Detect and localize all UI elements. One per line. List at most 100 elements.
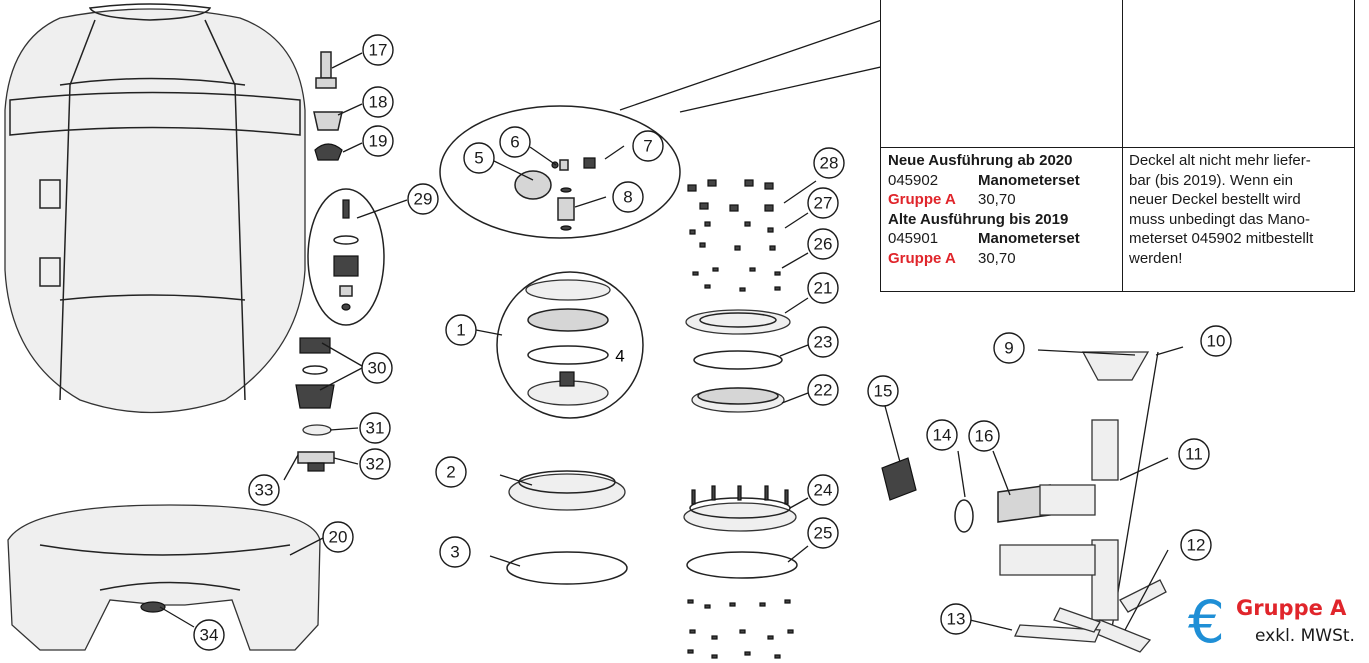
svg-text:24: 24: [814, 481, 833, 500]
note-line: meterset 045902 mitbestellt: [1129, 230, 1314, 247]
callout-15: 15: [867, 375, 899, 407]
union-parts: [881, 457, 1051, 533]
svg-text:25: 25: [814, 524, 833, 543]
callout-10: 10: [1200, 325, 1232, 357]
callout-27: 27: [807, 187, 839, 219]
svg-text:14: 14: [933, 426, 952, 445]
note-line: Deckel alt nicht mehr liefer-: [1129, 152, 1311, 169]
ring-and-gasket: [506, 470, 628, 585]
svg-text:11: 11: [1185, 445, 1203, 464]
svg-text:13: 13: [947, 610, 966, 629]
leader-lines: [159, 52, 1184, 631]
callout-25: 25: [807, 517, 839, 549]
old-version-title: Alte Ausführung bis 2019: [888, 210, 1069, 228]
svg-text:15: 15: [874, 382, 893, 401]
svg-text:21: 21: [814, 279, 833, 298]
svg-text:17: 17: [369, 41, 388, 60]
callout-17: 17: [362, 34, 394, 66]
pipe-assembly: [999, 351, 1167, 653]
callout-26: 26: [807, 228, 839, 260]
callout-31: 31: [359, 412, 391, 444]
part-29-group: [307, 188, 385, 326]
callout-11: 11: [1178, 438, 1210, 470]
callout-8: 8: [612, 181, 644, 213]
callout-6: 6: [499, 126, 531, 158]
svg-text:23: 23: [814, 333, 833, 352]
price-group-badge: € Gruppe A exkl. MWSt.: [1188, 588, 1368, 662]
note-line: muss unbedingt das Mano-: [1129, 210, 1310, 228]
small-screws-top: [687, 179, 781, 292]
svg-text:22: 22: [814, 381, 833, 400]
svg-text:3: 3: [450, 543, 459, 562]
callout-28: 28: [813, 147, 845, 179]
callout-3: 3: [439, 536, 471, 568]
svg-text:19: 19: [369, 132, 388, 151]
callout-29: 29: [407, 183, 439, 215]
callout-14: 14: [926, 419, 958, 451]
callout-23: 23: [807, 326, 839, 358]
callout-12: 12: [1180, 529, 1212, 561]
lid-note-cell: Deckel alt nicht mehr liefer- bar (bis 2…: [1129, 151, 1351, 268]
note-line: neuer Deckel bestellt wird: [1129, 191, 1301, 208]
table-divider-vertical: [1122, 0, 1123, 291]
svg-text:9: 9: [1004, 339, 1013, 358]
table-divider-horizontal: [881, 147, 1354, 148]
svg-text:18: 18: [369, 93, 388, 112]
svg-text:7: 7: [643, 137, 652, 156]
base-stand: [7, 504, 321, 651]
callout-24: 24: [807, 474, 839, 506]
svg-text:5: 5: [474, 149, 483, 168]
callout-9: 9: [993, 332, 1025, 364]
new-version-title: Neue Ausführung ab 2020: [888, 152, 1073, 169]
svg-text:34: 34: [200, 626, 219, 645]
svg-text:27: 27: [814, 194, 833, 213]
svg-text:29: 29: [414, 190, 433, 209]
callout-20: 20: [322, 521, 354, 553]
callout-16: 16: [968, 420, 1000, 452]
old-version-code: 045901: [888, 230, 939, 247]
info-table: Neue Ausführung ab 2020 045902 Manometers…: [880, 0, 1355, 292]
svg-text:33: 33: [255, 481, 274, 500]
svg-text:28: 28: [820, 154, 839, 173]
filter-tank: [4, 3, 306, 414]
new-version-group: Gruppe A: [888, 191, 956, 208]
svg-text:32: 32: [366, 455, 385, 474]
callout-33: 33: [248, 474, 280, 506]
callout-19: 19: [362, 125, 394, 157]
callout-32: 32: [359, 448, 391, 480]
svg-text:12: 12: [1187, 536, 1206, 555]
svg-text:20: 20: [329, 528, 348, 547]
small-parts-17-19: [313, 51, 343, 161]
svg-text:26: 26: [814, 235, 833, 254]
callout-18: 18: [362, 86, 394, 118]
callouts: 1 2 3 4 5 6 7 8 9 10 11 12 13 14 15 16 1…: [193, 34, 1232, 651]
new-version-row: 045902 Manometerset: [888, 171, 1118, 191]
svg-text:6: 6: [510, 133, 519, 152]
svg-text:8: 8: [623, 188, 632, 207]
svg-text:1: 1: [456, 321, 465, 340]
note-line: bar (bis 2019). Wenn ein: [1129, 171, 1293, 189]
old-version-price: 30,70: [978, 249, 1016, 267]
svg-text:31: 31: [366, 419, 385, 438]
euro-icon: €: [1188, 588, 1225, 656]
new-version-price-row: Gruppe A 30,70: [888, 190, 1118, 210]
badge-group: Gruppe A: [1236, 596, 1347, 620]
lower-ring-parts: [683, 485, 798, 659]
callout-1: 1: [445, 314, 477, 346]
svg-text:10: 10: [1207, 332, 1226, 351]
new-version-code: 045902: [888, 171, 939, 189]
callout-21: 21: [807, 272, 839, 304]
badge-vat-note: exkl. MWSt.: [1255, 626, 1355, 646]
svg-text:2: 2: [446, 463, 455, 482]
svg-text:30: 30: [368, 359, 387, 378]
callout-30: 30: [361, 352, 393, 384]
callout-7: 7: [632, 130, 664, 162]
callout-34: 34: [193, 619, 225, 651]
new-version-name: Manometerset: [978, 171, 1080, 189]
svg-text:16: 16: [975, 427, 994, 446]
new-version-price: 30,70: [978, 191, 1016, 208]
callout-5: 5: [463, 142, 495, 174]
lid-bubble: [496, 271, 644, 419]
label-4: 4: [615, 347, 624, 366]
